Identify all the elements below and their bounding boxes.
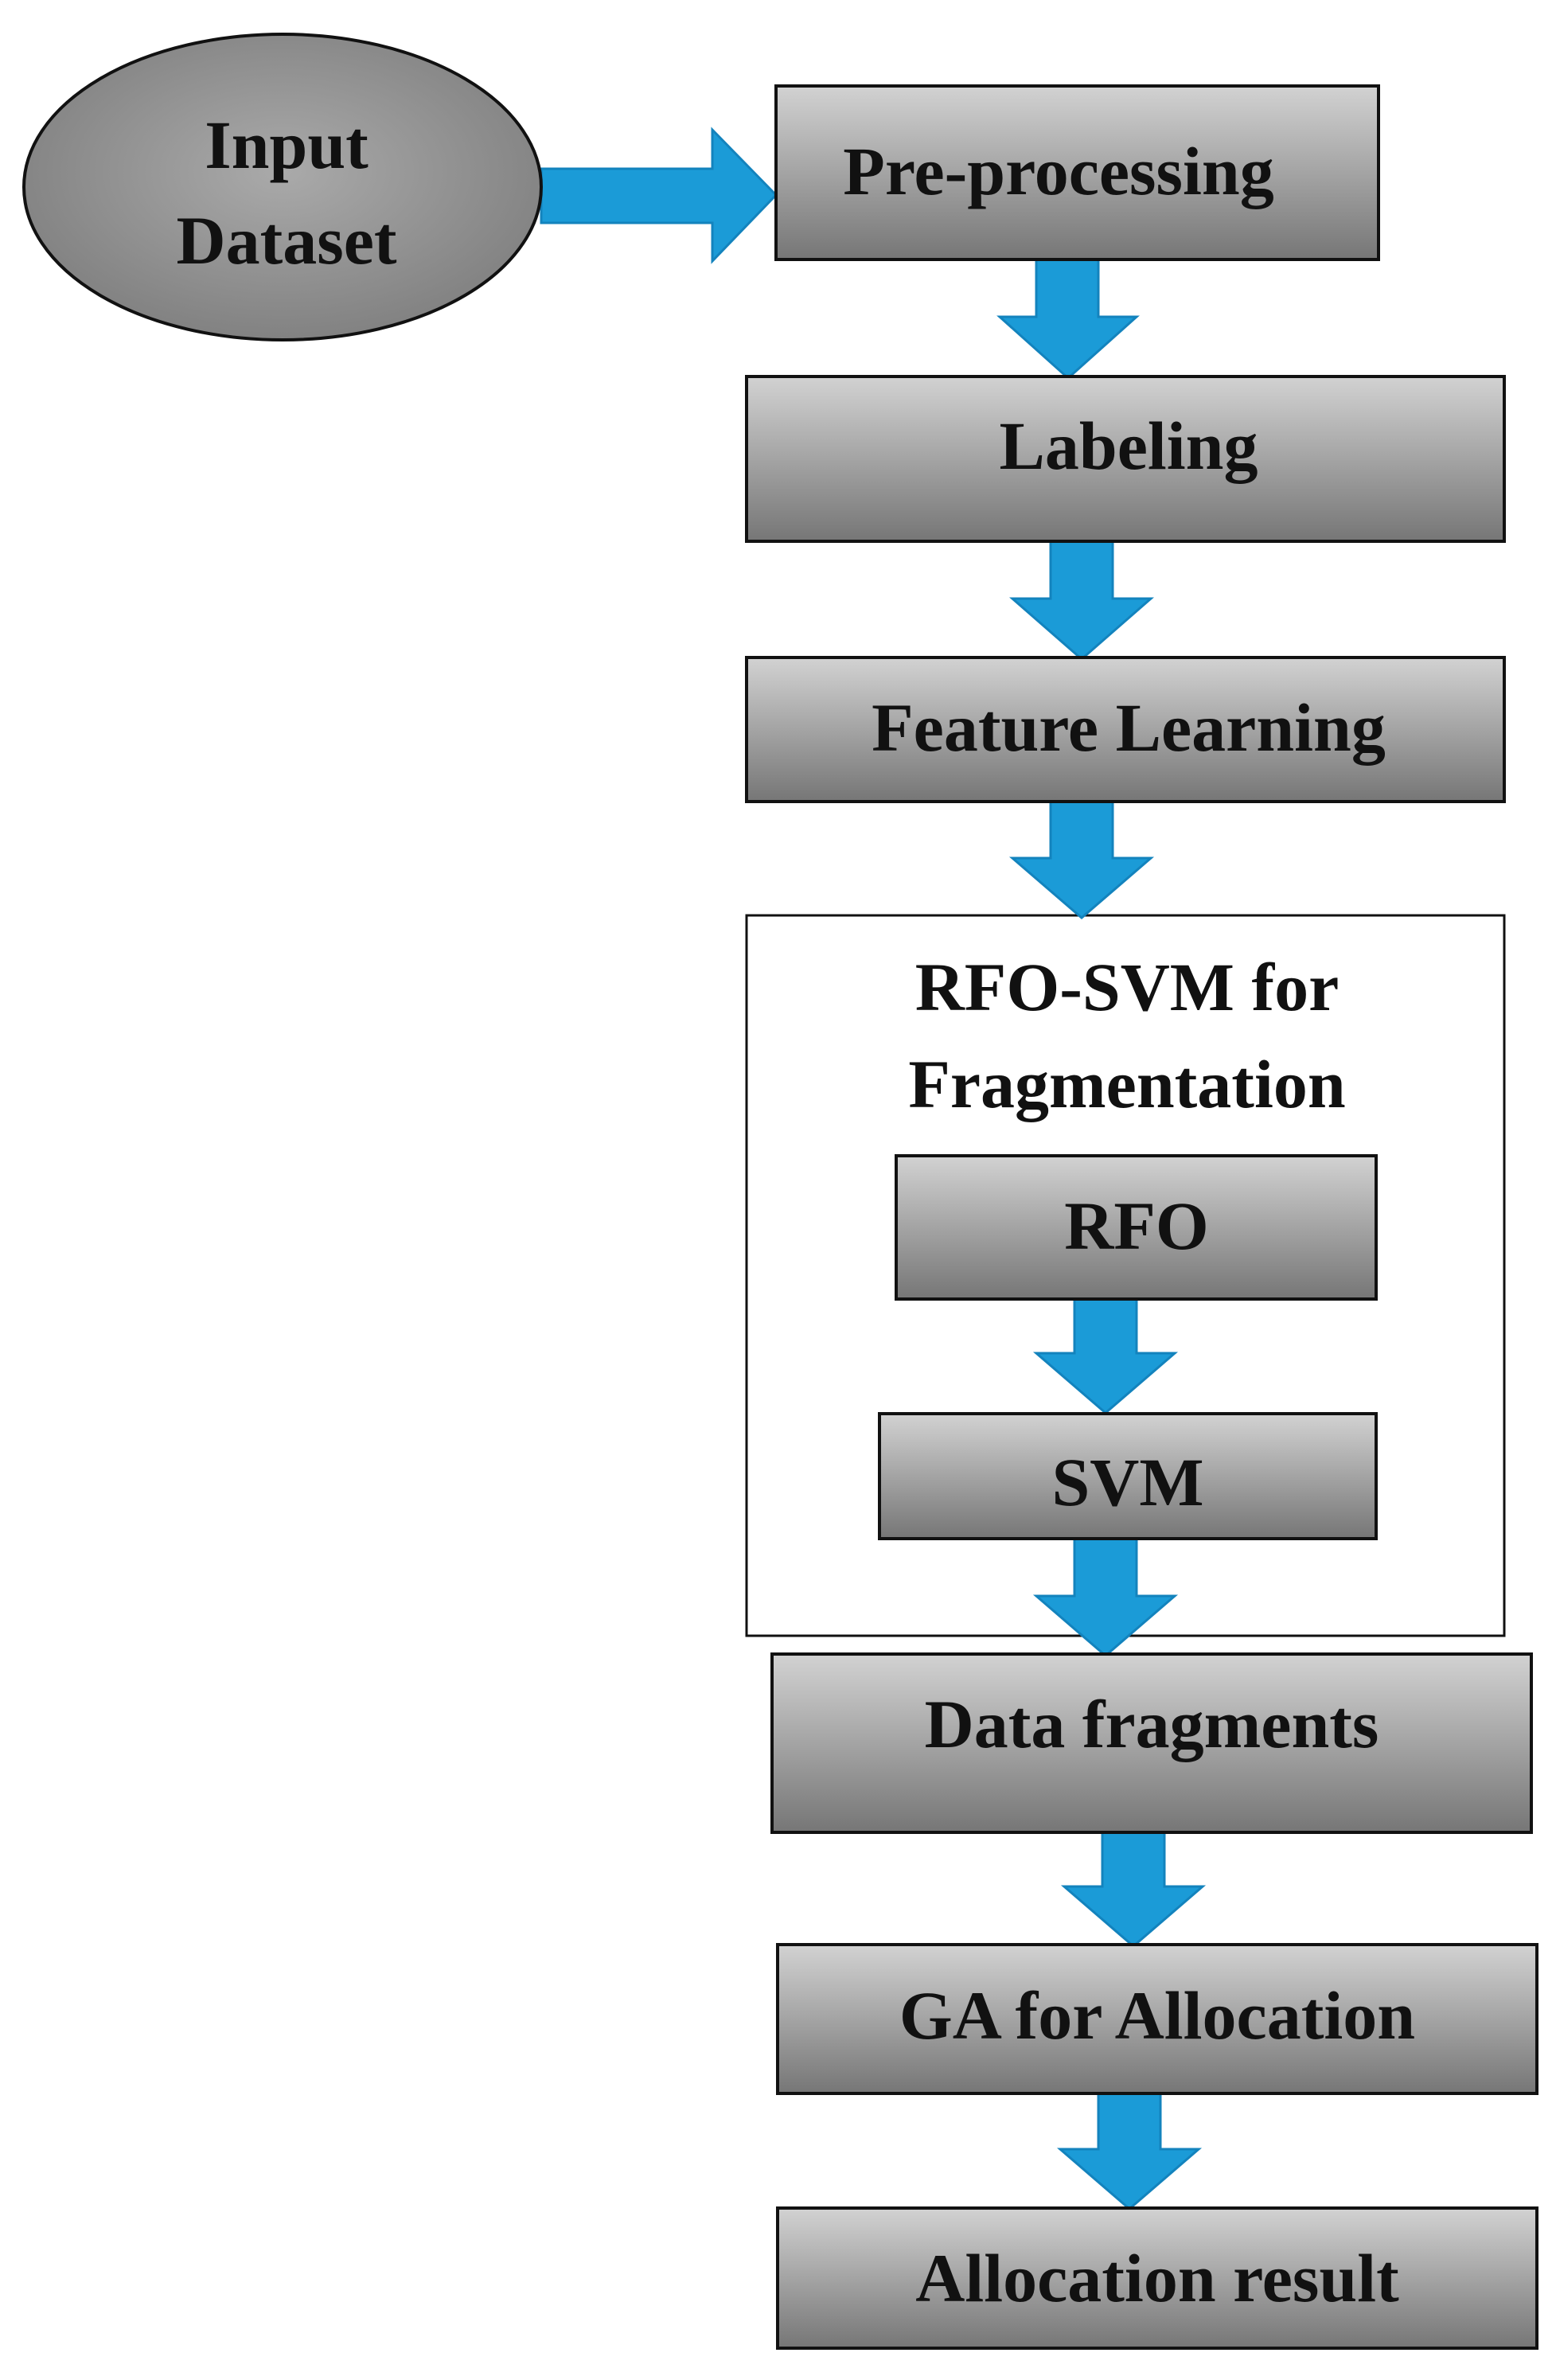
arrow-rfo-to-svm [1032, 1296, 1179, 1414]
arrow-preprocessing-to-labeling [996, 255, 1140, 380]
svm-label: SVM [1051, 1444, 1203, 1520]
arrow-input-to-preprocessing [540, 127, 778, 264]
arrow-fragments-to-ga [1060, 1829, 1207, 1948]
data-fragments-node [770, 1652, 1533, 1834]
input-dataset-label-line1: Input [205, 107, 369, 183]
preprocessing-node [774, 84, 1380, 261]
feature-learning-node [745, 656, 1506, 803]
arrow-svm-to-fragments [1032, 1536, 1179, 1657]
svm-node [878, 1412, 1378, 1540]
preprocessing-label: Pre-processing [843, 133, 1273, 209]
arrow-labeling-to-feature [1009, 538, 1154, 661]
ga-allocation-node [776, 1943, 1538, 2095]
arrow-ga-to-result [1056, 2090, 1203, 2210]
container-title-line1: RFO-SVM for [915, 949, 1340, 1025]
allocation-result-label: Allocation result [915, 2240, 1399, 2316]
data-fragments-label: Data fragments [925, 1686, 1379, 1762]
rfo-node [895, 1154, 1378, 1301]
arrow-feature-to-container [1008, 798, 1155, 919]
rfo-label: RFO [1064, 1188, 1209, 1264]
labeling-label: Labeling [1000, 408, 1258, 484]
labeling-node [745, 375, 1506, 543]
input-dataset-label-line2: Dataset [176, 202, 396, 279]
input-dataset-node [22, 33, 543, 341]
ga-allocation-label: GA for Allocation [899, 1977, 1415, 2054]
allocation-result-node [776, 2206, 1538, 2350]
feature-learning-label: Feature Learning [872, 689, 1386, 766]
container-title-line2: Fragmentation [908, 1046, 1345, 1122]
